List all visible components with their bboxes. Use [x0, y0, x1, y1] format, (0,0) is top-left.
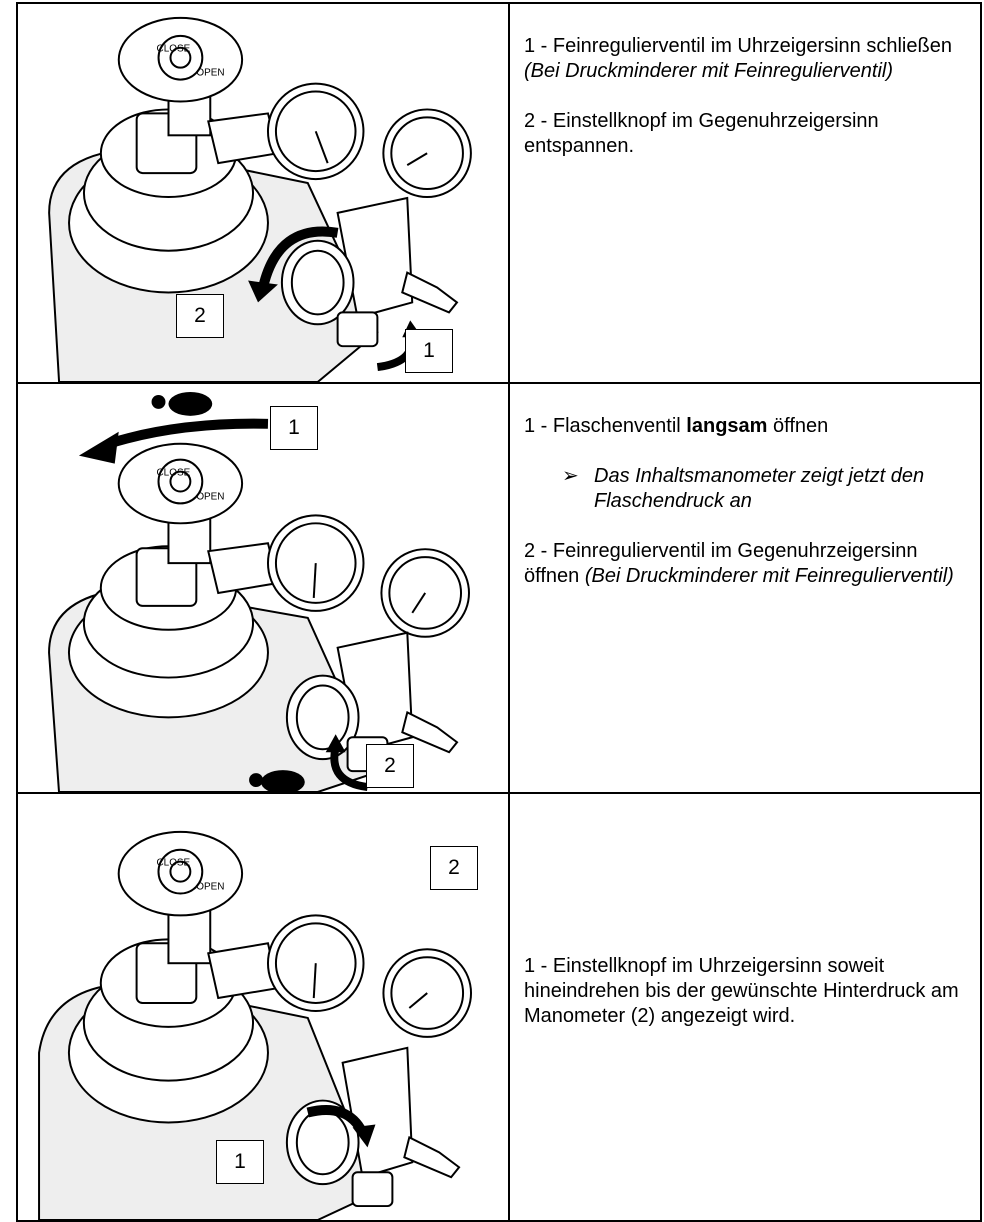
callout-2: 2 — [176, 294, 224, 338]
instruction-row-1: CLOSE OPEN 2 1 1 - Feinregulierventil im… — [16, 2, 982, 384]
instruction-row-3: CLOSE OPEN 2 1 1 - Einstellknopf im Uhrz… — [16, 792, 982, 1222]
step-1-text: 1 - Flaschenventil langsam öffnen — [524, 415, 829, 437]
close-label: CLOSE — [157, 858, 191, 869]
callout-1: 1 — [405, 329, 453, 373]
step-1-note: (Bei Druckminderer mit Feinregulierventi… — [524, 60, 893, 82]
instruction-table: CLOSE OPEN 2 1 1 - Feinregulierventil im… — [16, 2, 982, 1222]
step-1-text: 1 - Feinregulierventil im Uhrzeigersinn … — [524, 35, 952, 82]
regulator-illustration-adjust: CLOSE OPEN — [38, 830, 473, 1220]
step-1-emphasis: langsam — [686, 415, 768, 437]
text-cell-3: 1 - Einstellknopf im Uhrzeigersinn sowei… — [508, 792, 982, 1222]
callout-1: 1 — [270, 406, 318, 450]
step-2-text: 2 - Feinregulierventil im Gegenuhrzeiger… — [524, 540, 954, 587]
callout-2: 2 — [366, 744, 414, 788]
open-label: OPEN — [196, 491, 224, 502]
open-arrow-icon — [107, 418, 269, 449]
bullet-text: Das Inhaltsmanometer zeigt jetzt den Fla… — [594, 465, 925, 512]
callout-2: 2 — [430, 846, 478, 890]
text-cell-1: 1 - Feinregulierventil im Uhrzeigersinn … — [508, 2, 982, 384]
close-label: CLOSE — [157, 44, 191, 55]
turtle-icon — [151, 391, 213, 416]
open-label: OPEN — [196, 68, 224, 79]
text-cell-2: 1 - Flaschenventil langsam öffnen ➢ Das … — [508, 382, 982, 794]
open-label: OPEN — [196, 882, 224, 893]
arrow-bullet-icon: ➢ — [562, 465, 579, 487]
regulator-illustration-open: CLOSE OPEN — [48, 391, 470, 792]
bullet-note: ➢ Das Inhaltsmanometer zeigt jetzt den F… — [562, 464, 968, 514]
close-label: CLOSE — [157, 468, 191, 479]
step-2-text: 2 - Einstellknopf im Gegenuhrzeigersinn … — [524, 110, 879, 157]
callout-1: 1 — [216, 1140, 264, 1184]
step-2-note: (Bei Druckminderer mit Feinregulierventi… — [584, 565, 954, 587]
turtle-icon — [249, 770, 305, 792]
step-1-text: 1 - Einstellknopf im Uhrzeigersinn sowei… — [524, 955, 959, 1027]
illustration-cell-2: CLOSE OPEN 1 2 — [16, 382, 510, 794]
regulator-illustration-close: CLOSE OPEN — [48, 16, 472, 382]
illustration-cell-3: CLOSE OPEN 2 1 — [16, 792, 510, 1222]
instruction-row-2: CLOSE OPEN 1 2 1 - Flaschenventil langsa… — [16, 382, 982, 794]
illustration-cell-1: CLOSE OPEN 2 1 — [16, 2, 510, 384]
